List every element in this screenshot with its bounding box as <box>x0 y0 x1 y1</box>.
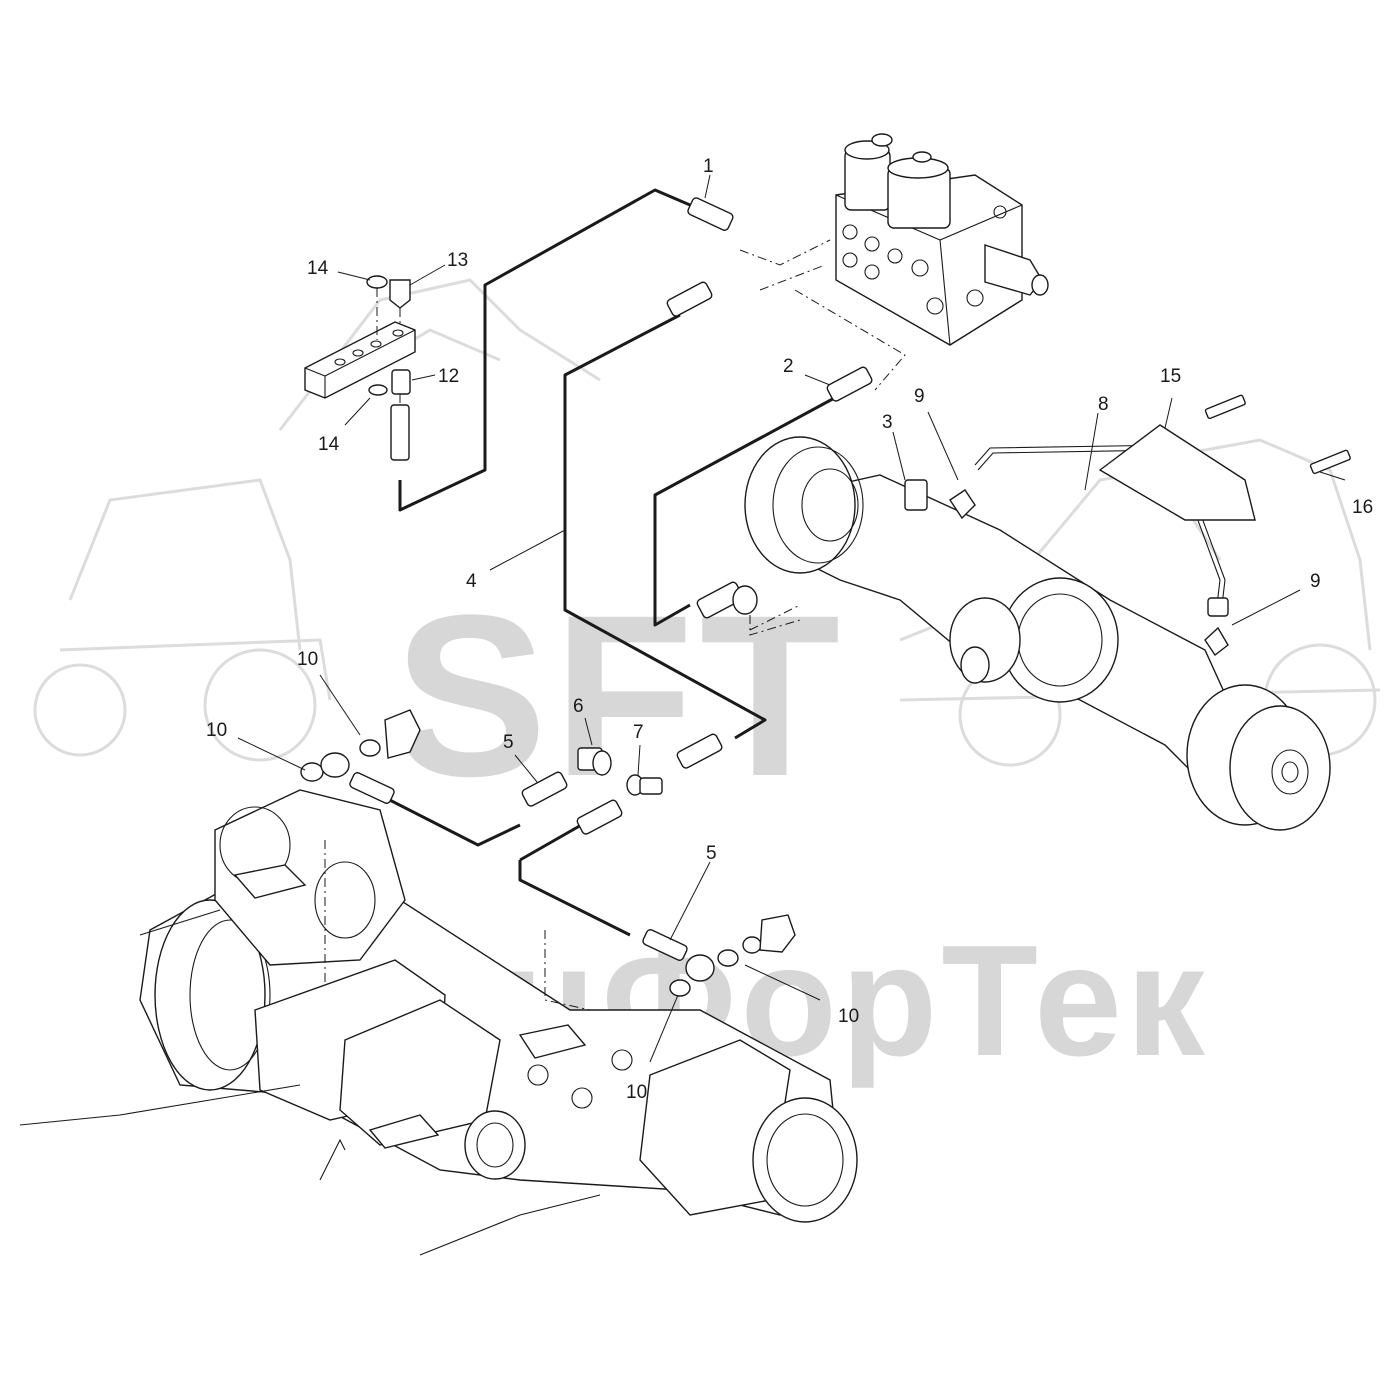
manifold-block <box>304 275 416 461</box>
callout-8: 8 <box>1098 394 1109 415</box>
hose-routing <box>379 188 841 937</box>
callout-10d: 10 <box>626 1082 647 1103</box>
callout-12: 12 <box>438 366 459 387</box>
callout-13: 13 <box>447 250 468 271</box>
callout-10c: 10 <box>838 1006 859 1027</box>
hose-fittings <box>300 197 873 997</box>
callout-9b: 9 <box>1310 571 1321 592</box>
callout-2: 2 <box>783 356 794 377</box>
callout-9a: 9 <box>914 386 925 407</box>
callout-16: 16 <box>1352 497 1373 518</box>
front-axle <box>739 239 1351 831</box>
callout-7: 7 <box>633 722 644 743</box>
callout-5b: 5 <box>706 843 717 864</box>
callout-10b: 10 <box>206 720 227 741</box>
callout-10a: 10 <box>297 649 318 670</box>
callout-5a: 5 <box>503 732 514 753</box>
callout-labels: 1 2 3 4 5 5 6 7 8 9 9 10 10 10 10 12 13 … <box>206 156 1373 1103</box>
callout-1: 1 <box>703 156 714 177</box>
callout-14b: 14 <box>318 434 340 455</box>
callout-4: 4 <box>466 571 477 592</box>
watermark-brand: SFT <box>394 567 846 824</box>
leader-lines <box>237 174 1346 1063</box>
callout-15: 15 <box>1160 366 1181 387</box>
callout-14a: 14 <box>307 258 329 279</box>
callout-3: 3 <box>882 412 893 433</box>
valve-block <box>835 133 1049 346</box>
rear-axle <box>19 789 858 1256</box>
callout-6: 6 <box>573 696 584 717</box>
